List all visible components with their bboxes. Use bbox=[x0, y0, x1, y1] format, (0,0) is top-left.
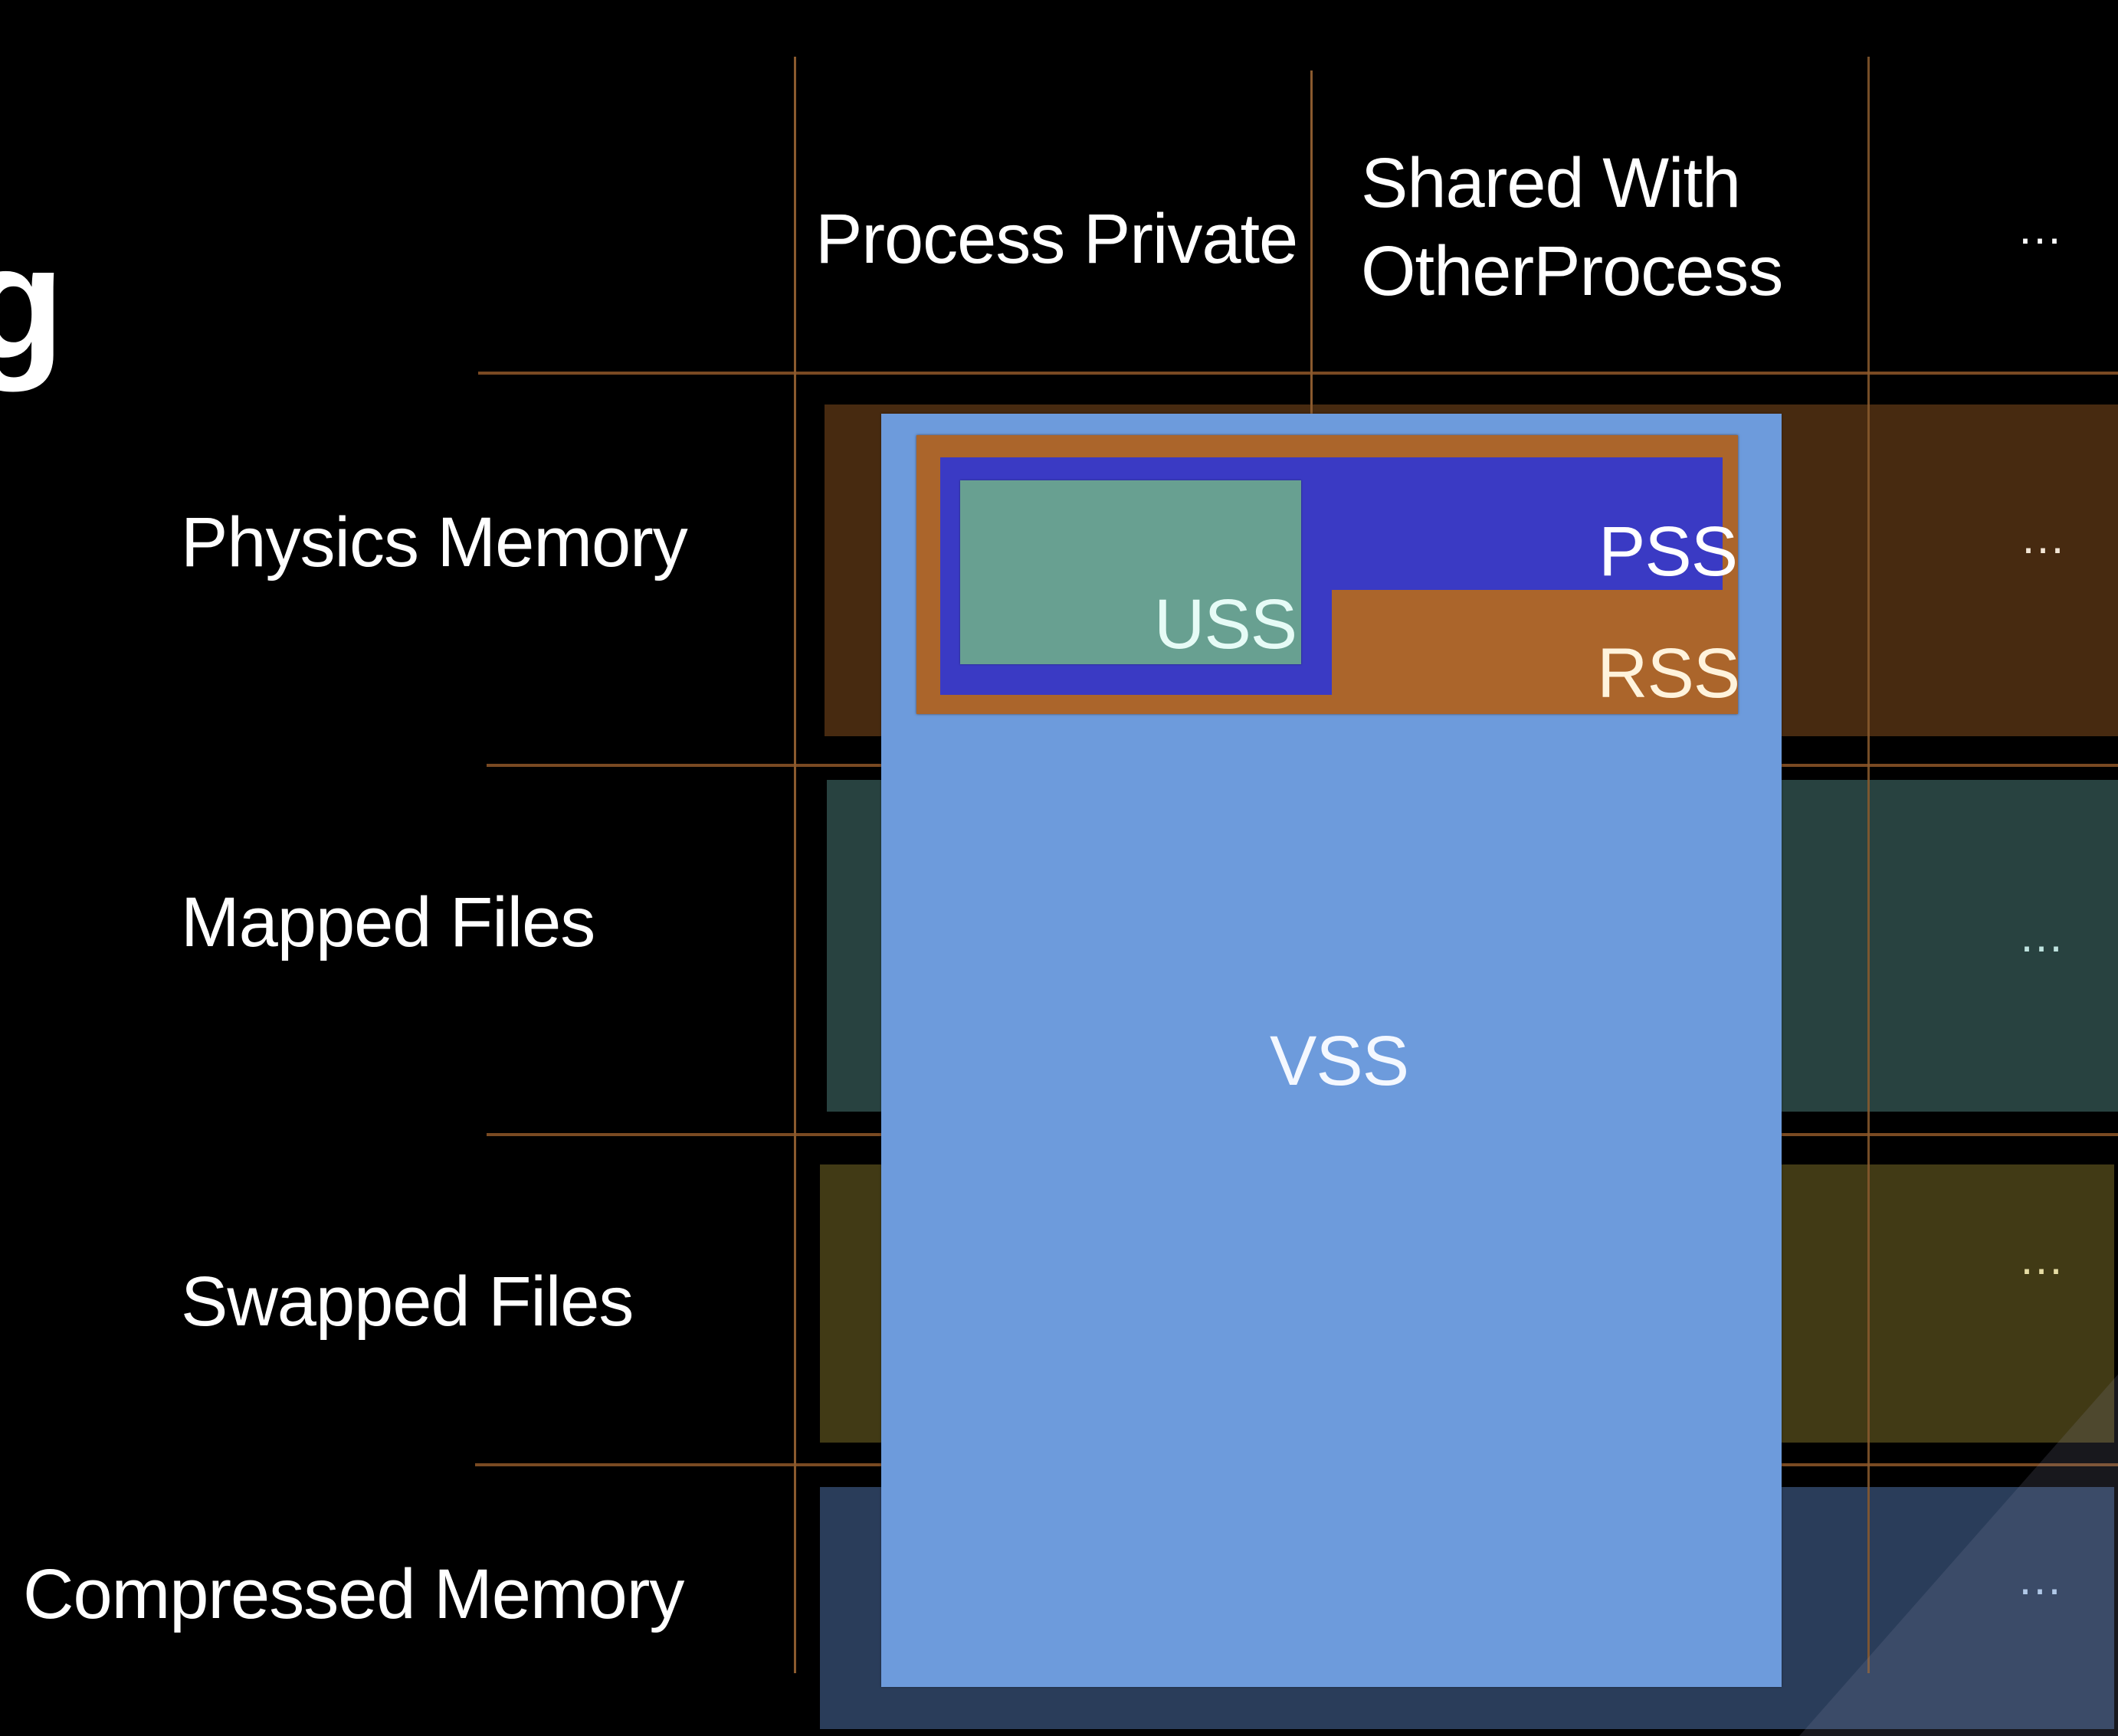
grid-line-vertical-1 bbox=[794, 57, 796, 1673]
column-header-shared-line2: OtherProcess bbox=[1361, 232, 1783, 310]
grid-line-vertical-2 bbox=[1310, 70, 1313, 415]
grid-line-horizontal-1 bbox=[478, 372, 2118, 375]
row-more-mapped-files: … bbox=[2018, 910, 2067, 961]
column-header-shared-line1: Shared With bbox=[1361, 144, 1741, 222]
column-header-more: … bbox=[2017, 202, 2066, 254]
clipped-title-glyph: g bbox=[0, 212, 65, 392]
row-more-physics-memory: … bbox=[2020, 512, 2069, 563]
column-header-process-private: Process Private bbox=[815, 200, 1298, 278]
row-more-compressed-memory: … bbox=[2017, 1556, 2066, 1602]
row-label-physics-memory: Physics Memory bbox=[181, 503, 688, 581]
rss-label: RSS bbox=[1597, 634, 1740, 712]
row-more-swapped-files: … bbox=[2018, 1233, 2067, 1284]
row-label-swapped-files: Swapped Files bbox=[181, 1263, 634, 1341]
grid-line-vertical-3 bbox=[1867, 57, 1870, 1673]
pss-label: PSS bbox=[1598, 513, 1738, 591]
uss-region bbox=[960, 480, 1301, 664]
row-label-mapped-files: Mapped Files bbox=[181, 883, 595, 961]
vss-label: VSS bbox=[1270, 1022, 1409, 1100]
row-label-compressed-memory: Compressed Memory bbox=[23, 1555, 684, 1633]
uss-label: USS bbox=[1154, 585, 1297, 663]
